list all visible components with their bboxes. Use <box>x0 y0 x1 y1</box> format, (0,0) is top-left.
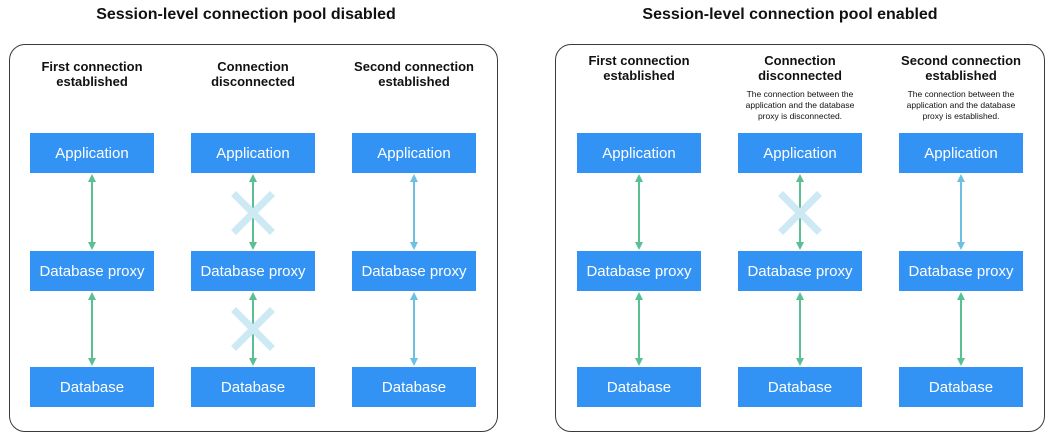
column-note-established: The connection between the application a… <box>906 89 1016 121</box>
application-box: Application <box>899 133 1023 173</box>
panel-enabled <box>555 44 1045 432</box>
database-proxy-box: Database proxy <box>577 251 701 291</box>
application-box: Application <box>738 133 862 173</box>
application-box: Application <box>191 133 315 173</box>
database-proxy-box: Database proxy <box>738 251 862 291</box>
panel-title-disabled: Session-level connection pool disabled <box>96 6 396 23</box>
panel-disabled <box>9 44 498 432</box>
database-proxy-box: Database proxy <box>30 251 154 291</box>
database-box: Database <box>577 367 701 407</box>
application-box: Application <box>30 133 154 173</box>
database-box: Database <box>352 367 476 407</box>
application-box: Application <box>352 133 476 173</box>
panel-title-enabled: Session-level connection pool enabled <box>642 6 938 23</box>
database-proxy-box: Database proxy <box>899 251 1023 291</box>
database-proxy-box: Database proxy <box>191 251 315 291</box>
column-note-disconnected: The connection between the application a… <box>745 89 855 121</box>
database-box: Database <box>30 367 154 407</box>
database-proxy-box: Database proxy <box>352 251 476 291</box>
database-box: Database <box>738 367 862 407</box>
database-box: Database <box>191 367 315 407</box>
application-box: Application <box>577 133 701 173</box>
database-box: Database <box>899 367 1023 407</box>
